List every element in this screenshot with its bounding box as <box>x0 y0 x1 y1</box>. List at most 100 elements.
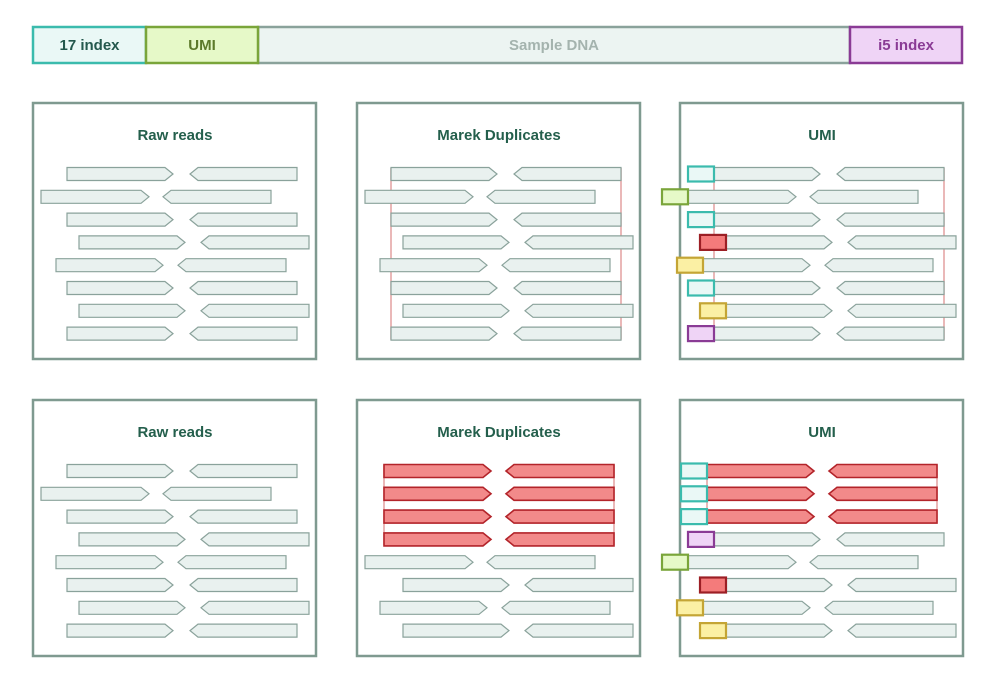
forward-read <box>78 235 186 250</box>
duplicate-reverse-read <box>504 532 615 547</box>
reverse-read <box>809 555 919 570</box>
duplicate-reverse-read <box>504 509 615 524</box>
umi-tag-teal <box>679 485 709 503</box>
panel-frame <box>678 398 965 658</box>
forward-read <box>713 280 821 296</box>
duplicate-forward-read <box>383 532 493 547</box>
umi-tag-yellow <box>675 256 705 274</box>
reads-group <box>40 463 310 638</box>
duplicate-reverse-read <box>827 486 938 502</box>
umi-tag-yellow <box>675 599 705 617</box>
panel-title: UMI <box>808 424 836 441</box>
duplicate-forward-read <box>706 463 816 479</box>
forward-read <box>390 212 498 227</box>
forward-read <box>364 189 474 204</box>
panel-raw-bottom: Raw reads <box>31 398 318 658</box>
forward-read <box>725 577 833 593</box>
forward-read <box>687 189 797 204</box>
forward-read <box>725 623 833 638</box>
umi-tag-teal <box>686 211 716 229</box>
umi-tag-teal <box>679 508 709 526</box>
forward-read <box>78 600 186 615</box>
duplicate-forward-read <box>706 486 816 502</box>
duplicate-forward-read <box>383 463 493 479</box>
forward-read <box>702 258 811 273</box>
reverse-read <box>189 509 298 524</box>
reads-group <box>364 463 634 638</box>
duplicate-forward-read <box>706 509 816 524</box>
reverse-read <box>847 623 957 638</box>
umi-tag-red <box>698 233 728 251</box>
read-structure-bar: 17 index UMI Sample DNA i5 index <box>31 25 964 65</box>
reverse-read <box>200 532 310 547</box>
forward-read <box>66 577 174 593</box>
i5-index-label: i5 index <box>878 37 935 54</box>
reverse-read <box>189 280 298 296</box>
forward-read <box>66 623 174 638</box>
panel-umi-top: UMI <box>660 101 965 361</box>
reverse-read <box>501 258 611 273</box>
forward-read <box>40 189 150 204</box>
panel-title: Raw reads <box>137 127 212 144</box>
forward-read <box>78 303 186 318</box>
reverse-read <box>200 600 310 615</box>
reverse-read <box>189 212 298 227</box>
reads-group <box>364 166 634 341</box>
umi-segment-label: UMI <box>188 37 216 54</box>
reverse-read <box>524 577 634 593</box>
panel-title: Marek Duplicates <box>437 424 560 441</box>
reverse-read <box>177 258 287 273</box>
umi-tag-green <box>660 188 690 206</box>
reverse-read <box>824 600 934 615</box>
forward-read <box>40 486 150 501</box>
reverse-read <box>836 326 945 341</box>
reverse-read <box>486 189 596 204</box>
reverse-read <box>513 166 622 182</box>
forward-read <box>55 555 164 570</box>
reads-group <box>660 462 957 640</box>
umi-tag-yellow <box>698 621 728 640</box>
forward-read <box>66 212 174 227</box>
umi-tag-purple <box>686 325 716 343</box>
forward-read <box>66 280 174 296</box>
i7-index-label: 17 index <box>59 37 120 54</box>
forward-read <box>687 555 797 570</box>
forward-read <box>66 509 174 524</box>
reads-group <box>40 166 310 341</box>
forward-read <box>390 280 498 296</box>
i7-index-segment <box>31 25 148 65</box>
reverse-read <box>513 326 622 341</box>
forward-read <box>725 235 833 250</box>
reverse-read <box>486 555 596 570</box>
forward-read <box>402 577 510 593</box>
reverse-read <box>847 235 957 250</box>
umi-tag-teal <box>686 279 716 297</box>
panel-raw-top: Raw reads <box>31 101 318 361</box>
panel-frame <box>31 101 318 361</box>
forward-read <box>55 258 164 273</box>
i5-index-segment <box>848 25 964 65</box>
forward-read <box>402 235 510 250</box>
reverse-read <box>847 577 957 593</box>
forward-read <box>702 600 811 615</box>
panel-frame <box>355 101 642 361</box>
duplicate-reverse-read <box>827 463 938 479</box>
reverse-read <box>189 463 298 479</box>
reverse-read <box>836 212 945 227</box>
panel-title: UMI <box>808 127 836 144</box>
forward-read <box>402 303 510 318</box>
reverse-read <box>809 189 919 204</box>
forward-read <box>379 600 488 615</box>
reverse-read <box>189 623 298 638</box>
umi-tag-teal <box>679 462 709 480</box>
forward-read <box>379 258 488 273</box>
forward-read <box>402 623 510 638</box>
forward-read <box>390 326 498 341</box>
reverse-read <box>524 623 634 638</box>
umi-tag-green <box>660 553 690 571</box>
panel-marek-bottom: Marek Duplicates <box>355 398 642 658</box>
panel-frame <box>355 398 642 658</box>
forward-read <box>713 212 821 227</box>
reverse-read <box>824 258 934 273</box>
